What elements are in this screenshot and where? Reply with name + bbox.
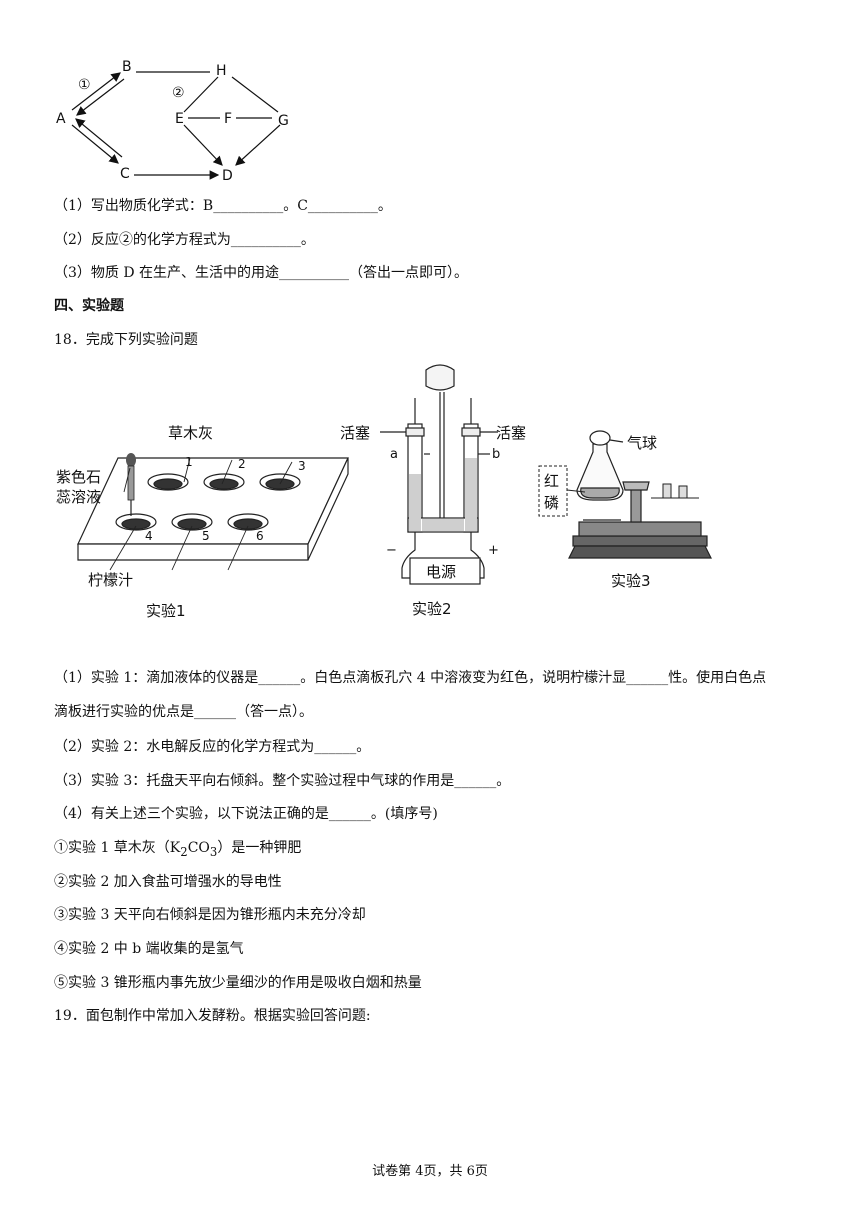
red-phosphorus-box — [538, 465, 568, 517]
well-4 — [121, 518, 151, 530]
node-g: G — [278, 113, 289, 129]
weight-2 — [678, 485, 688, 499]
well-label-2: 2 — [238, 457, 246, 471]
option-5: ⑤实验 3 锥形瓶内事先放少量细沙的作用是吸收白烟和热量 — [54, 975, 422, 991]
experiment3-figure: 红 磷 气球 实验3 — [538, 430, 712, 590]
line-h-g — [231, 76, 279, 113]
q18-part4: （4）有关上述三个实验，以下说法正确的是______。(填序号) — [54, 806, 438, 822]
balloon — [589, 430, 611, 446]
q19-title: 19．面包制作中常加入发酵粉。根据实验回答问题: — [54, 1008, 371, 1024]
q18-part1-b: 滴板进行实验的优点是______（答一点）。 — [54, 704, 313, 720]
label-lemon-juice: 柠檬汁 — [88, 571, 133, 589]
node-e: E — [175, 111, 184, 127]
q18-part3: （3）实验 3：托盘天平向右倾斜。整个实验过程中气球的作用是______。 — [54, 773, 511, 789]
well-5 — [177, 518, 207, 530]
reaction-label-1: ① — [78, 77, 91, 93]
power-supply — [409, 557, 481, 585]
caption-experiment3: 实验3 — [611, 572, 651, 590]
option-1: ①实验 1 草木灰（K2CO3）是一种钾肥 — [54, 840, 302, 859]
wire-negative — [401, 532, 420, 579]
well-6 — [233, 518, 263, 530]
node-a: A — [56, 111, 66, 127]
spot-plate-front — [77, 543, 309, 561]
experiment2-figure: 活塞 活塞 电源 实验2 a b − + — [340, 364, 526, 618]
arrow-a-to-b — [71, 72, 121, 111]
well-label-5: 5 — [202, 529, 210, 543]
q17-part3: （3）物质 D 在生产、生活中的用途__________（答出一点即可）。 — [54, 265, 469, 281]
line-h-e — [183, 76, 219, 113]
conical-flask — [576, 443, 624, 501]
section-heading: 四、实验题 — [54, 298, 124, 314]
caption-experiment1: 实验1 — [146, 602, 186, 620]
weight-1 — [662, 483, 672, 499]
reservoir — [425, 364, 455, 391]
well-label-4: 4 — [145, 529, 153, 543]
balance-beam — [572, 535, 708, 547]
spot-plate-side — [307, 457, 349, 561]
well-label-6: 6 — [256, 529, 264, 543]
reaction-label-2: ② — [172, 85, 185, 101]
option-2: ②实验 2 加入食盐可增强水的导电性 — [54, 874, 282, 890]
node-b: B — [122, 59, 132, 75]
option-4: ④实验 2 中 b 端收集的是氢气 — [54, 941, 244, 957]
arrow-c-to-a — [75, 118, 123, 158]
spot-plate-top — [77, 457, 349, 545]
well-label-1: 1 — [185, 455, 193, 469]
label-power-supply: 电源 — [426, 563, 456, 581]
well-label-3: 3 — [298, 459, 306, 473]
label-stopcock-left: 活塞 — [340, 424, 370, 442]
label-red-2: 磷 — [544, 494, 559, 512]
q17-part2: （2）反应②的化学方程式为__________。 — [54, 232, 315, 248]
q18-title: 18．完成下列实验问题 — [54, 332, 198, 348]
well-1 — [153, 478, 183, 490]
label-litmus-1: 紫色石 — [56, 468, 101, 486]
label-stopcock-right: 活塞 — [496, 424, 526, 442]
option-3: ③实验 3 天平向右倾斜是因为锥形瓶内未充分冷却 — [54, 907, 366, 923]
experiment1-figure: 1 2 3 4 5 6 草木灰 紫色石 蕊溶液 柠檬汁 实验1 — [56, 424, 349, 620]
dropper — [126, 453, 136, 516]
label-litmus-2: 蕊溶液 — [56, 488, 101, 506]
q18-part2: （2）实验 2：水电解反应的化学方程式为______。 — [54, 739, 371, 755]
node-d: D — [222, 168, 233, 184]
reaction-diagram: A B C D E F G H ① ② — [56, 59, 289, 184]
label-a: a — [390, 447, 398, 462]
node-f: F — [224, 111, 232, 127]
label-positive: + — [488, 543, 499, 558]
balance-pointer-post — [630, 487, 642, 523]
q18-part1-a: （1）实验 1：滴加液体的仪器是______。白色点滴板孔穴 4 中溶液变为红色… — [54, 670, 767, 686]
q17-part1: （1）写出物质化学式：B__________。C__________。 — [54, 198, 392, 214]
label-red-1: 红 — [544, 472, 559, 490]
arrow-b-to-a — [76, 78, 125, 116]
well-2 — [209, 478, 239, 490]
node-h: H — [216, 63, 227, 79]
arrow-a-to-c — [71, 124, 119, 164]
label-negative: − — [386, 543, 397, 558]
page-footer: 试卷第 4页，共 6页 — [372, 1164, 488, 1179]
arrow-g-to-d — [235, 124, 281, 166]
arrow-e-to-d — [183, 124, 223, 166]
label-b: b — [492, 447, 500, 462]
label-grass-ash: 草木灰 — [168, 424, 213, 442]
node-c: C — [120, 166, 130, 182]
label-balloon: 气球 — [627, 434, 657, 452]
caption-experiment2: 实验2 — [412, 600, 452, 618]
